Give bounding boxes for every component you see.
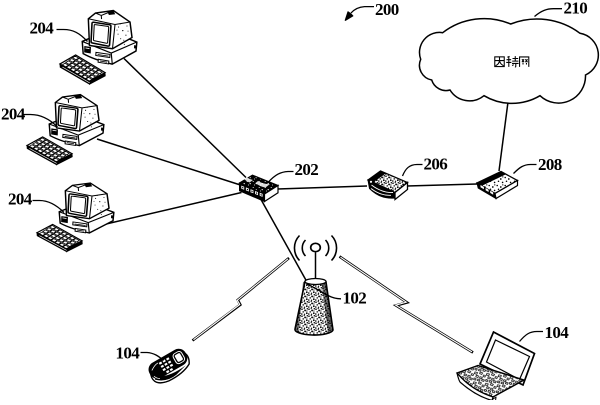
svg-text:210: 210 (564, 0, 588, 17)
svg-text:204: 204 (8, 190, 33, 209)
svg-text:206: 206 (424, 155, 448, 174)
svg-text:104: 104 (545, 323, 570, 342)
svg-text:102: 102 (343, 289, 367, 308)
svg-text:208: 208 (538, 155, 562, 174)
svg-text:104: 104 (116, 344, 141, 363)
svg-text:204: 204 (1, 105, 26, 124)
svg-text:202: 202 (295, 160, 319, 179)
svg-text:204: 204 (30, 19, 55, 38)
svg-text:200: 200 (375, 0, 399, 19)
